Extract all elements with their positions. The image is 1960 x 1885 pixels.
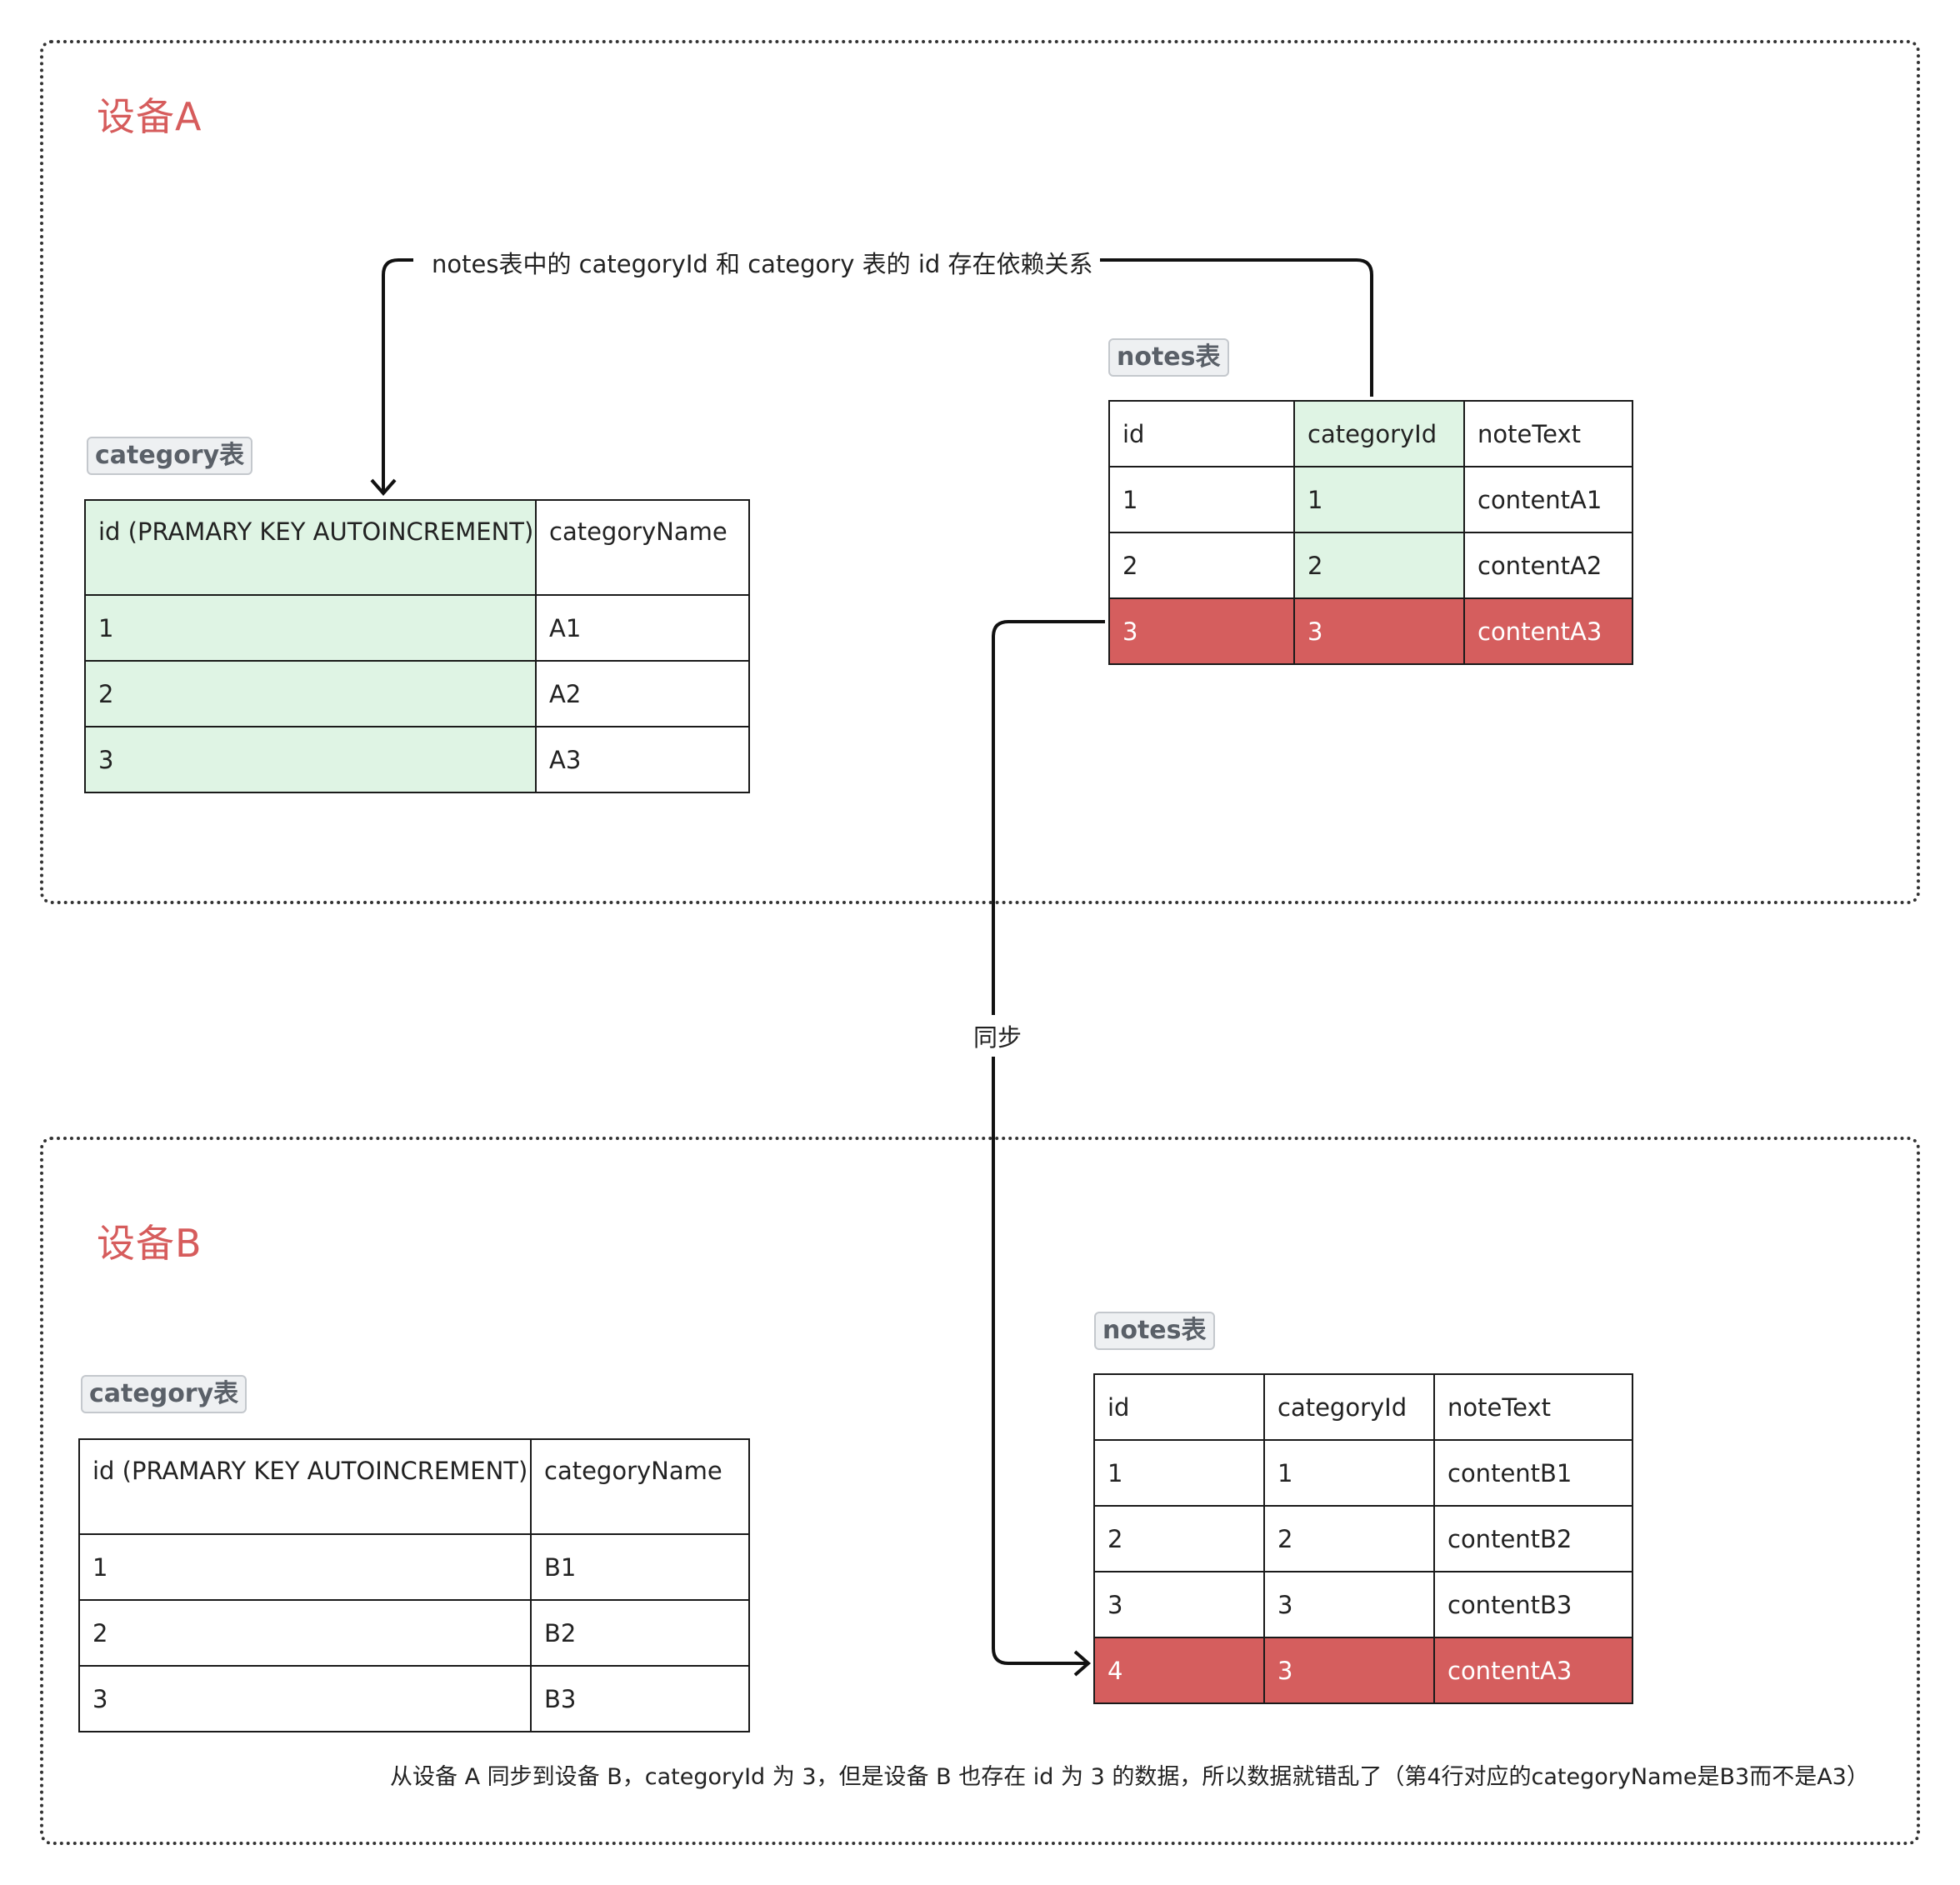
cell-id: 3: [84, 726, 537, 793]
header-cell-id: id: [1108, 400, 1295, 468]
table-row: 3 B3: [78, 1665, 750, 1732]
table-header-row: id (PRAMARY KEY AUTOINCREMENT) categoryN…: [84, 499, 750, 596]
cell-category-id: 2: [1293, 532, 1465, 599]
table-row: 3 A3: [84, 726, 750, 793]
cell-id: 2: [1108, 532, 1295, 599]
sync-arrowhead: [1073, 1650, 1092, 1677]
device-b-category-table: id (PRAMARY KEY AUTOINCREMENT) categoryN…: [78, 1438, 750, 1732]
device-b-region: [40, 1137, 1920, 1845]
table-row: 2 2 contentA2: [1108, 532, 1633, 599]
table-header-row: id categoryId noteText: [1108, 400, 1633, 468]
table-row-highlighted: 3 3 contentA3: [1108, 598, 1633, 665]
cell-category-id: 2: [1263, 1505, 1435, 1572]
cell-id: 1: [1108, 466, 1295, 533]
cell-category-id: 3: [1263, 1637, 1435, 1704]
header-cell-category-id: categoryId: [1293, 400, 1465, 468]
cell-category-name: A3: [535, 726, 750, 793]
cell-note-text: contentA3: [1433, 1637, 1633, 1704]
device-a-category-tag: category表: [87, 437, 253, 475]
cell-note-text: contentB3: [1433, 1571, 1633, 1638]
device-a-notes-tag: notes表: [1108, 338, 1229, 377]
footnote: 从设备 A 同步到设备 B，categoryId 为 3，但是设备 B 也存在 …: [390, 1758, 1869, 1791]
header-cell-category-id: categoryId: [1263, 1373, 1435, 1441]
cell-category-id: 3: [1263, 1571, 1435, 1638]
cell-id: 1: [78, 1533, 532, 1601]
device-a-category-table: id (PRAMARY KEY AUTOINCREMENT) categoryN…: [84, 499, 750, 793]
cell-category-name: A1: [535, 594, 750, 662]
cell-id: 4: [1093, 1637, 1265, 1704]
cell-note-text: contentB1: [1433, 1439, 1633, 1507]
cell-category-name: A2: [535, 660, 750, 728]
table-row: 1 1 contentA1: [1108, 466, 1633, 533]
table-row-highlighted: 4 3 contentA3: [1093, 1637, 1633, 1704]
cell-id: 2: [1093, 1505, 1265, 1572]
table-header-row: id categoryId noteText: [1093, 1373, 1633, 1441]
cell-category-name: B1: [530, 1533, 750, 1601]
relation-label: notes表中的 categoryId 和 category 表的 id 存在依…: [425, 245, 1100, 280]
device-b-category-tag: category表: [81, 1375, 248, 1413]
relation-arrowhead: [370, 478, 397, 497]
cell-id: 1: [1093, 1439, 1265, 1507]
table-row: 2 2 contentB2: [1093, 1505, 1633, 1572]
table-row: 1 A1: [84, 594, 750, 662]
table-header-row: id (PRAMARY KEY AUTOINCREMENT) categoryN…: [78, 1438, 750, 1535]
device-b-notes-table: id categoryId noteText 1 1 contentB1 2 2…: [1093, 1373, 1633, 1704]
table-row: 1 1 contentB1: [1093, 1439, 1633, 1507]
device-b-title: 设备B: [97, 1221, 202, 1266]
device-a-title: 设备A: [97, 94, 202, 139]
cell-id: 3: [78, 1665, 532, 1732]
cell-note-text: contentA1: [1463, 466, 1633, 533]
cell-id: 3: [1093, 1571, 1265, 1638]
table-row: 2 A2: [84, 660, 750, 728]
device-a-region: [40, 40, 1920, 904]
header-cell-id: id (PRAMARY KEY AUTOINCREMENT): [84, 499, 537, 596]
cell-note-text: contentA2: [1463, 532, 1633, 599]
relation-connector-right: [1058, 258, 1373, 397]
header-cell-note-text: noteText: [1433, 1373, 1633, 1441]
header-cell-id: id (PRAMARY KEY AUTOINCREMENT): [78, 1438, 532, 1535]
device-a-notes-table: id categoryId noteText 1 1 contentA1 2 2…: [1108, 400, 1633, 665]
cell-category-id: 1: [1263, 1439, 1435, 1507]
cell-note-text: contentA3: [1463, 598, 1633, 665]
sync-label: 同步: [970, 1015, 1026, 1057]
table-row: 1 B1: [78, 1533, 750, 1601]
sync-connector: [992, 620, 1105, 1665]
cell-id: 3: [1108, 598, 1295, 665]
cell-note-text: contentB2: [1433, 1505, 1633, 1572]
cell-id: 1: [84, 594, 537, 662]
device-b-notes-tag: notes表: [1094, 1312, 1215, 1350]
cell-category-name: B2: [530, 1599, 750, 1667]
cell-id: 2: [78, 1599, 532, 1667]
cell-category-id: 3: [1293, 598, 1465, 665]
header-cell-id: id: [1093, 1373, 1265, 1441]
relation-connector: [382, 258, 413, 493]
table-row: 2 B2: [78, 1599, 750, 1667]
header-cell-note-text: noteText: [1463, 400, 1633, 468]
header-cell-category-name: categoryName: [530, 1438, 750, 1535]
cell-category-id: 1: [1293, 466, 1465, 533]
header-cell-category-name: categoryName: [535, 499, 750, 596]
cell-category-name: B3: [530, 1665, 750, 1732]
cell-id: 2: [84, 660, 537, 728]
table-row: 3 3 contentB3: [1093, 1571, 1633, 1638]
